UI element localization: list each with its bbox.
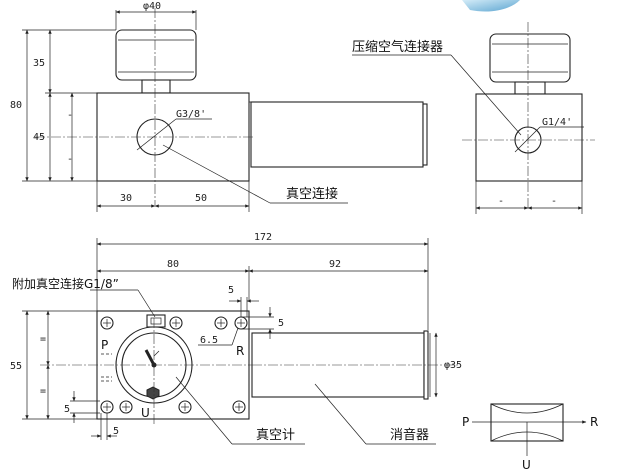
dim-length-92: 92 <box>329 259 341 270</box>
ejector-symbol: P R U <box>462 403 598 472</box>
dim-mark-b: - <box>67 154 73 165</box>
dim-height-upper: 35 <box>33 58 45 69</box>
front-thread-label: G3/8' <box>176 109 206 120</box>
compressed-air-label: 压缩空气连接器 <box>352 39 443 55</box>
port-u-icon <box>100 400 114 414</box>
silencer-end-cap <box>422 103 428 166</box>
dim-small-5-top: 5 <box>228 285 234 296</box>
dim-length-80: 80 <box>167 259 179 270</box>
dim-small-5-left: 5 <box>64 404 70 415</box>
dim-mark-eq-b: = <box>40 386 46 397</box>
vacuum-connection-label: 真空连接 <box>286 186 338 202</box>
side-gauge-housing <box>489 33 571 83</box>
dim-silencer-diameter: φ35 <box>444 360 462 371</box>
decorative-swoosh <box>462 0 520 12</box>
screw-icon <box>100 316 114 330</box>
dim-top-diameter: φ40 <box>143 1 161 12</box>
gauge-neck <box>141 79 171 94</box>
port-r-label: R <box>236 344 244 358</box>
dim-width-mid: 50 <box>195 193 207 204</box>
gauge-nut <box>146 386 160 400</box>
dim-mark-a: - <box>67 110 73 121</box>
dim-total-length: 172 <box>254 232 272 243</box>
screw-icon <box>214 316 228 330</box>
screw-icon <box>232 400 246 414</box>
dim-width-left: 30 <box>120 193 132 204</box>
port-r-icon <box>234 316 248 330</box>
dim-6-5: 6.5 <box>200 335 218 346</box>
dim-height-lower: 45 <box>33 132 45 143</box>
gauge-needle <box>144 349 156 366</box>
dim-small-5-right: 5 <box>278 318 284 329</box>
dim-small-5-bottom: 5 <box>113 426 119 437</box>
dim-height-55: 55 <box>10 361 22 372</box>
vacuum-gauge-label: 真空计 <box>256 428 295 443</box>
extra-vacuum-port <box>146 314 166 328</box>
symbol-p-label: P <box>462 415 469 429</box>
dim-mark-eq-a: = <box>40 334 46 345</box>
side-thread-label: G1/4' <box>542 117 572 128</box>
extra-vacuum-label: 附加真空连接G1/8” <box>12 276 119 291</box>
front-view: φ40 80 35 45 - - 30 50 G3/8' 真空连接 <box>10 1 428 212</box>
side-gauge-neck <box>514 81 546 95</box>
top-view: 172 80 92 φ35 附加真空连接G1/8” <box>10 232 462 445</box>
dim-height-total: 80 <box>10 100 22 111</box>
symbol-curve-top <box>490 403 564 414</box>
side-dim-mark-b: - <box>551 196 557 207</box>
port-u-label: U <box>141 406 150 420</box>
front-silencer <box>250 101 424 168</box>
silencer-label: 消音器 <box>390 427 429 443</box>
gauge-housing-top <box>115 29 197 81</box>
port-p-label: P <box>101 338 108 352</box>
symbol-r-label: R <box>590 415 598 429</box>
symbol-u-label: U <box>522 458 531 472</box>
side-dim-mark-a: - <box>498 196 504 207</box>
screw-icon <box>178 400 192 414</box>
screw-icon <box>169 316 183 330</box>
screw-icon <box>119 400 133 414</box>
side-view: - - G1/4' 压缩空气连接器 <box>352 22 595 214</box>
